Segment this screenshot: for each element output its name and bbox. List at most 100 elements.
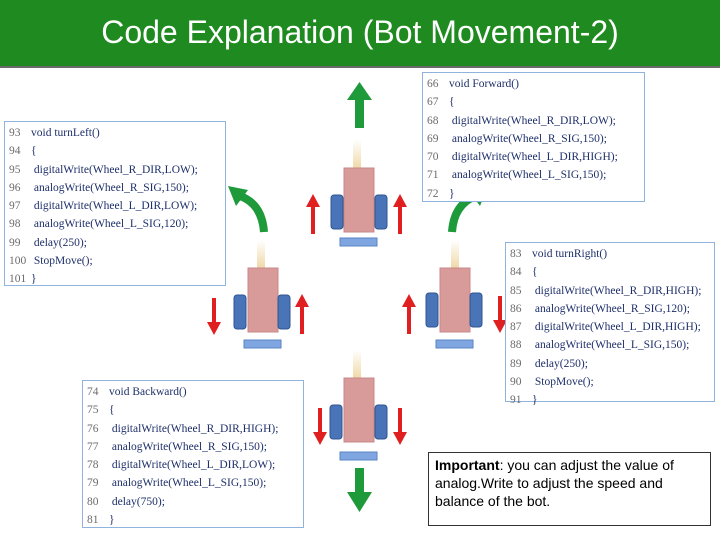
code-line: 68 digitalWrite(Wheel_R_DIR,LOW); bbox=[427, 112, 640, 130]
code-text: void Forward() bbox=[449, 78, 519, 90]
line-number: 90 bbox=[510, 376, 522, 389]
robot-tail bbox=[451, 240, 459, 268]
wheel-right bbox=[374, 194, 388, 230]
code-text: digitalWrite(Wheel_R_DIR,HIGH); bbox=[532, 284, 702, 297]
wheel-left bbox=[233, 294, 247, 330]
line-number: 97 bbox=[9, 200, 21, 213]
red-arrow-up-icon bbox=[306, 194, 320, 234]
code-line: 89 delay(250); bbox=[510, 355, 710, 373]
arrow-backward-icon bbox=[347, 468, 372, 512]
red-arrow-down-icon bbox=[493, 296, 507, 333]
line-number: 86 bbox=[510, 302, 522, 315]
line-number: 89 bbox=[510, 357, 522, 370]
line-number: 75 bbox=[87, 404, 99, 417]
title-bar: Code Explanation (Bot Movement-2) bbox=[0, 0, 720, 68]
code-line: 101} bbox=[9, 270, 221, 288]
wheel-right bbox=[277, 294, 291, 330]
line-number: 80 bbox=[87, 495, 99, 508]
code-line: 96 analogWrite(Wheel_R_SIG,150); bbox=[9, 179, 221, 197]
code-line: 97 digitalWrite(Wheel_L_DIR,LOW); bbox=[9, 197, 221, 215]
code-line: 81} bbox=[87, 511, 299, 529]
robot-tail bbox=[353, 140, 361, 168]
code-text: digitalWrite(Wheel_L_DIR,LOW); bbox=[31, 200, 198, 213]
code-text: } bbox=[449, 187, 455, 200]
robot-turn-right bbox=[425, 240, 483, 349]
robot-front-bar bbox=[243, 339, 282, 349]
code-text: { bbox=[449, 96, 455, 109]
robot-front-bar bbox=[339, 237, 378, 247]
code-text: digitalWrite(Wheel_L_DIR,LOW); bbox=[109, 459, 276, 472]
robot-body bbox=[247, 267, 279, 333]
code-text: analogWrite(Wheel_L_SIG,120); bbox=[31, 218, 189, 231]
code-line: 100 StopMove(); bbox=[9, 252, 221, 270]
code-text: StopMove(); bbox=[532, 376, 594, 389]
wheel-left bbox=[425, 292, 439, 328]
code-text: analogWrite(Wheel_L_SIG,150); bbox=[532, 339, 690, 352]
line-number: 96 bbox=[9, 181, 21, 194]
important-note: Important: you can adjust the value of a… bbox=[428, 452, 711, 526]
line-number: 79 bbox=[87, 477, 99, 490]
line-number: 67 bbox=[427, 96, 439, 109]
line-number: 85 bbox=[510, 284, 522, 297]
code-text: analogWrite(Wheel_L_SIG,150); bbox=[109, 477, 267, 490]
code-line: 90 StopMove(); bbox=[510, 373, 710, 391]
robot-tail bbox=[257, 240, 265, 268]
robot-forward bbox=[330, 140, 388, 247]
code-line: 75{ bbox=[87, 401, 299, 419]
robot-backward bbox=[329, 350, 388, 461]
code-text: { bbox=[532, 266, 538, 279]
code-line: 84 { bbox=[510, 263, 710, 281]
code-text: analogWrite(Wheel_R_SIG,150); bbox=[31, 181, 189, 194]
code-text: StopMove(); bbox=[31, 255, 93, 268]
line-number: 66 bbox=[427, 78, 439, 90]
line-number: 93 bbox=[9, 127, 21, 139]
line-number: 84 bbox=[510, 266, 522, 279]
arrow-curve-left-icon bbox=[228, 186, 268, 233]
note-text: : you can adjust the value of analog.Wri… bbox=[435, 457, 674, 509]
line-number: 72 bbox=[427, 187, 439, 200]
code-text: } bbox=[109, 514, 115, 527]
line-number: 68 bbox=[427, 114, 439, 127]
code-line: 91} bbox=[510, 391, 710, 409]
wheel-right bbox=[469, 292, 483, 328]
robot-front-bar bbox=[339, 451, 378, 461]
robot-tail bbox=[353, 350, 361, 378]
arrow-forward-icon bbox=[347, 82, 372, 128]
code-text: { bbox=[31, 145, 37, 158]
line-number: 95 bbox=[9, 163, 21, 176]
code-text: digitalWrite(Wheel_L_DIR,HIGH); bbox=[449, 151, 618, 164]
code-line: 99 delay(250); bbox=[9, 234, 221, 252]
robot-body bbox=[439, 267, 471, 333]
code-line: 95 digitalWrite(Wheel_R_DIR,LOW); bbox=[9, 161, 221, 179]
line-number: 77 bbox=[87, 440, 99, 453]
code-text: analogWrite(Wheel_R_SIG,150); bbox=[449, 132, 607, 145]
line-number: 94 bbox=[9, 145, 21, 158]
code-line: 85 digitalWrite(Wheel_R_DIR,HIGH); bbox=[510, 282, 710, 300]
robot-front-bar bbox=[435, 339, 474, 349]
robot-body bbox=[343, 377, 375, 443]
code-text: delay(750); bbox=[109, 495, 165, 508]
code-forward: 66 void Forward() 67 { 68 digitalWrite(Whe… bbox=[422, 72, 645, 202]
red-arrow-up-icon bbox=[393, 194, 407, 234]
note-label: Important bbox=[435, 457, 500, 473]
red-arrow-up-icon bbox=[295, 294, 309, 334]
line-number: 98 bbox=[9, 218, 21, 231]
code-line: 78 digitalWrite(Wheel_L_DIR,LOW); bbox=[87, 456, 299, 474]
code-text: digitalWrite(Wheel_R_DIR,LOW); bbox=[31, 163, 198, 176]
code-text: void turnRight() bbox=[532, 248, 608, 260]
line-number: 100 bbox=[9, 255, 27, 268]
code-text: void Backward() bbox=[109, 386, 187, 398]
code-line: 77 analogWrite(Wheel_R_SIG,150); bbox=[87, 438, 299, 456]
code-text: digitalWrite(Wheel_R_DIR,HIGH); bbox=[109, 422, 279, 435]
code-line: 87 digitalWrite(Wheel_L_DIR,HIGH); bbox=[510, 318, 710, 336]
slide-title: Code Explanation (Bot Movement-2) bbox=[101, 14, 619, 50]
code-line: 98 analogWrite(Wheel_L_SIG,120); bbox=[9, 215, 221, 233]
code-line: 70 digitalWrite(Wheel_L_DIR,HIGH); bbox=[427, 148, 640, 166]
line-number: 69 bbox=[427, 132, 439, 145]
